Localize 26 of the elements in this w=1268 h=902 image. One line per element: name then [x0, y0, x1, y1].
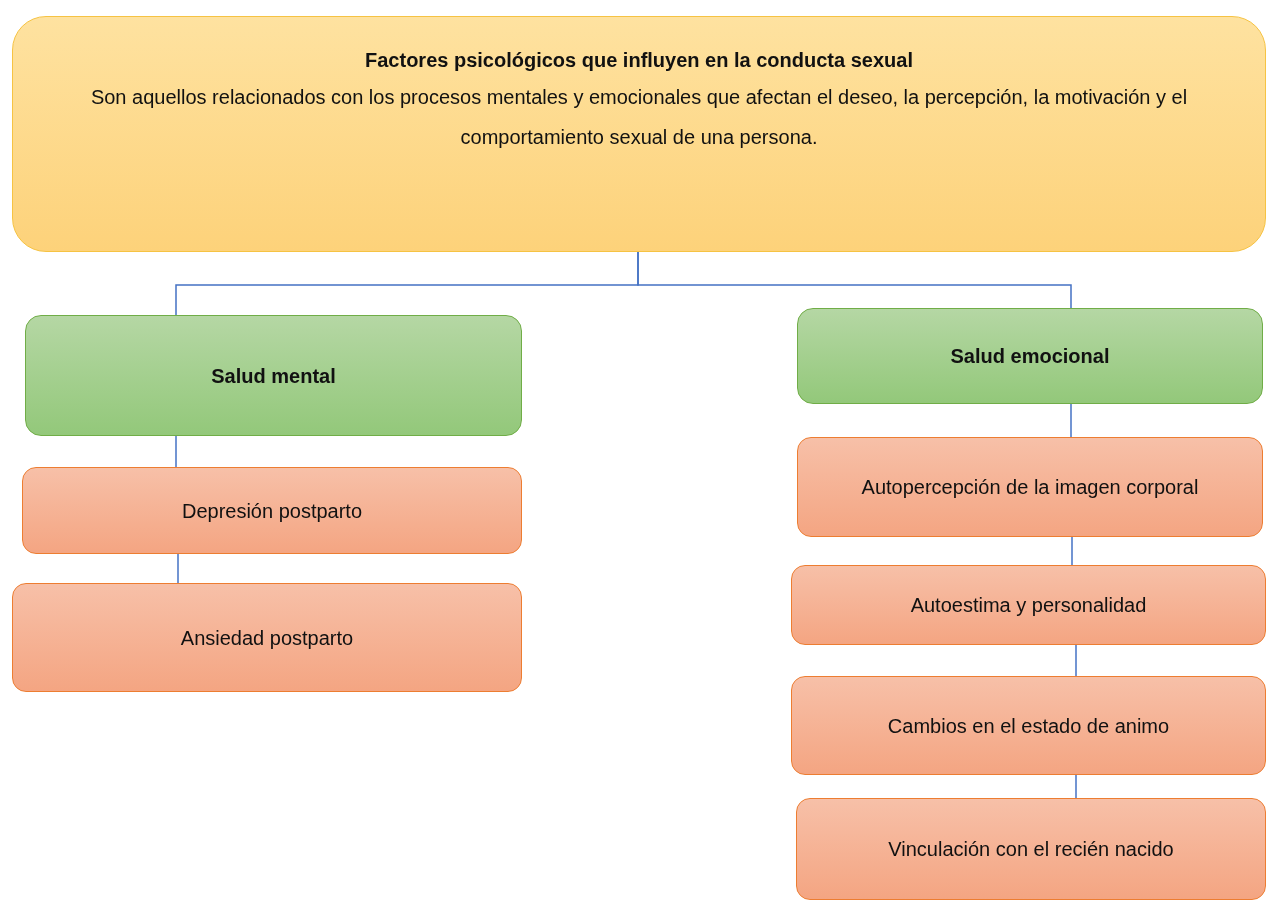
connector-line [637, 251, 1072, 309]
item-box [12, 583, 522, 692]
header-box [12, 16, 1266, 252]
connector-line [177, 553, 179, 584]
box-label: Autoestima y personalidad [910, 593, 1147, 618]
box-label: Depresión postparto [181, 498, 363, 524]
heading-text: Factores psicológicos que influyen en la conducta sexual [365, 48, 913, 73]
item-box [791, 565, 1266, 645]
connector-line [1075, 774, 1077, 799]
connector-line [175, 435, 177, 468]
item-box [797, 437, 1263, 537]
box-label: Salud mental [211, 363, 336, 389]
box-label: Vinculación con el recién nacido [888, 837, 1174, 862]
box-label: Autopercepción de la imagen corporal [861, 475, 1199, 500]
category-box [25, 315, 522, 436]
box-label: Ansiedad postparto [180, 625, 354, 651]
description-text: Son aquellos relacionados con los procesos mentales y emocionales que afectan el deseo, la percepción, la motivación y el comportamiento sexual de una persona. [89, 85, 1189, 150]
connector-line [1070, 403, 1072, 438]
item-box [22, 467, 522, 554]
item-box [791, 676, 1266, 775]
item-box [796, 798, 1266, 900]
box-label: Salud emocional [950, 344, 1110, 369]
box-label: Cambios en el estado de animo [887, 713, 1170, 739]
connector-line [1071, 536, 1073, 566]
category-box [797, 308, 1263, 404]
connector-line [1075, 644, 1077, 677]
